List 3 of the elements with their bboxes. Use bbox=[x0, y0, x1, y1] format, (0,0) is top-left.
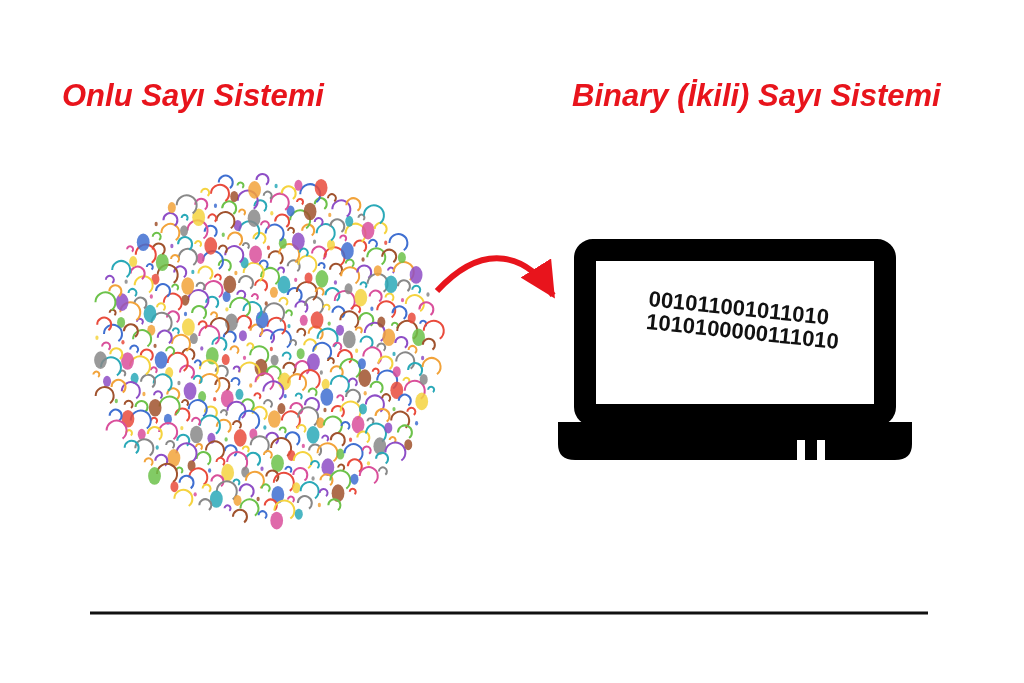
heading-text: Binary (İkili) Sayı Sistemi bbox=[572, 78, 941, 114]
curved-arrow bbox=[434, 255, 556, 299]
heading-text: Onlu Sayı Sistemi bbox=[62, 78, 324, 114]
